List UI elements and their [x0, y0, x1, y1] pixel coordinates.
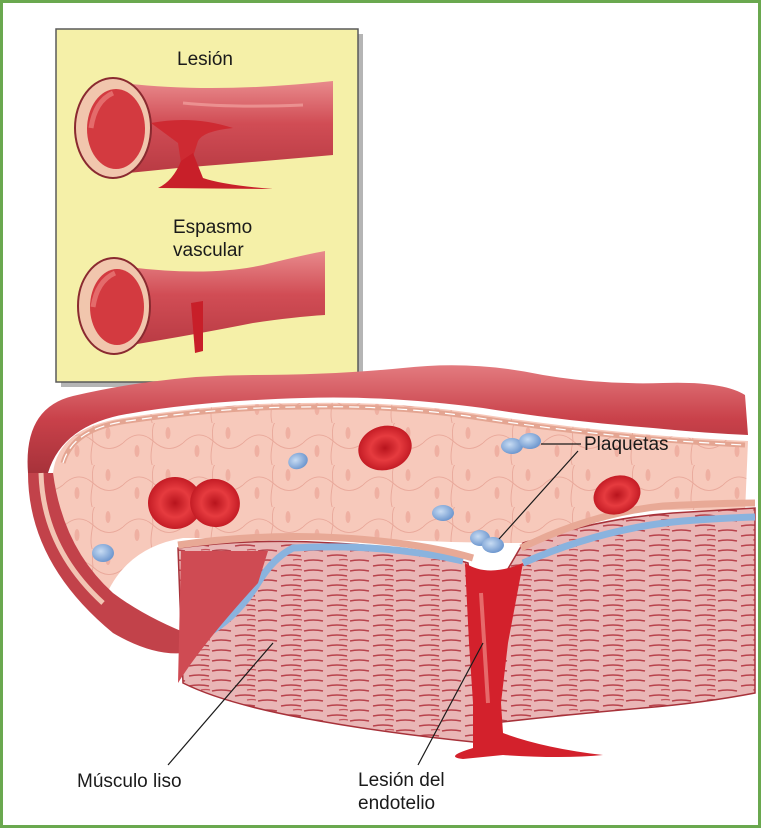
label-lesion: Lesión — [177, 48, 233, 71]
label-platelets: Plaquetas — [584, 433, 669, 456]
label-vascular-spasm: Espasmo vascular — [173, 216, 283, 262]
blood-vessel-illustration — [3, 3, 761, 831]
label-endothelial-injury-line1: Lesión del — [358, 769, 478, 792]
label-vascular-spasm-line1: Espasmo — [173, 216, 283, 239]
label-endothelial-injury-line2: endotelio — [358, 792, 478, 815]
label-vascular-spasm-line2: vascular — [173, 239, 283, 262]
inset-panel — [56, 29, 363, 387]
label-endothelial-injury: Lesión del endotelio — [358, 769, 478, 815]
label-smooth-muscle: Músculo liso — [77, 770, 182, 793]
main-vessel — [28, 365, 755, 759]
